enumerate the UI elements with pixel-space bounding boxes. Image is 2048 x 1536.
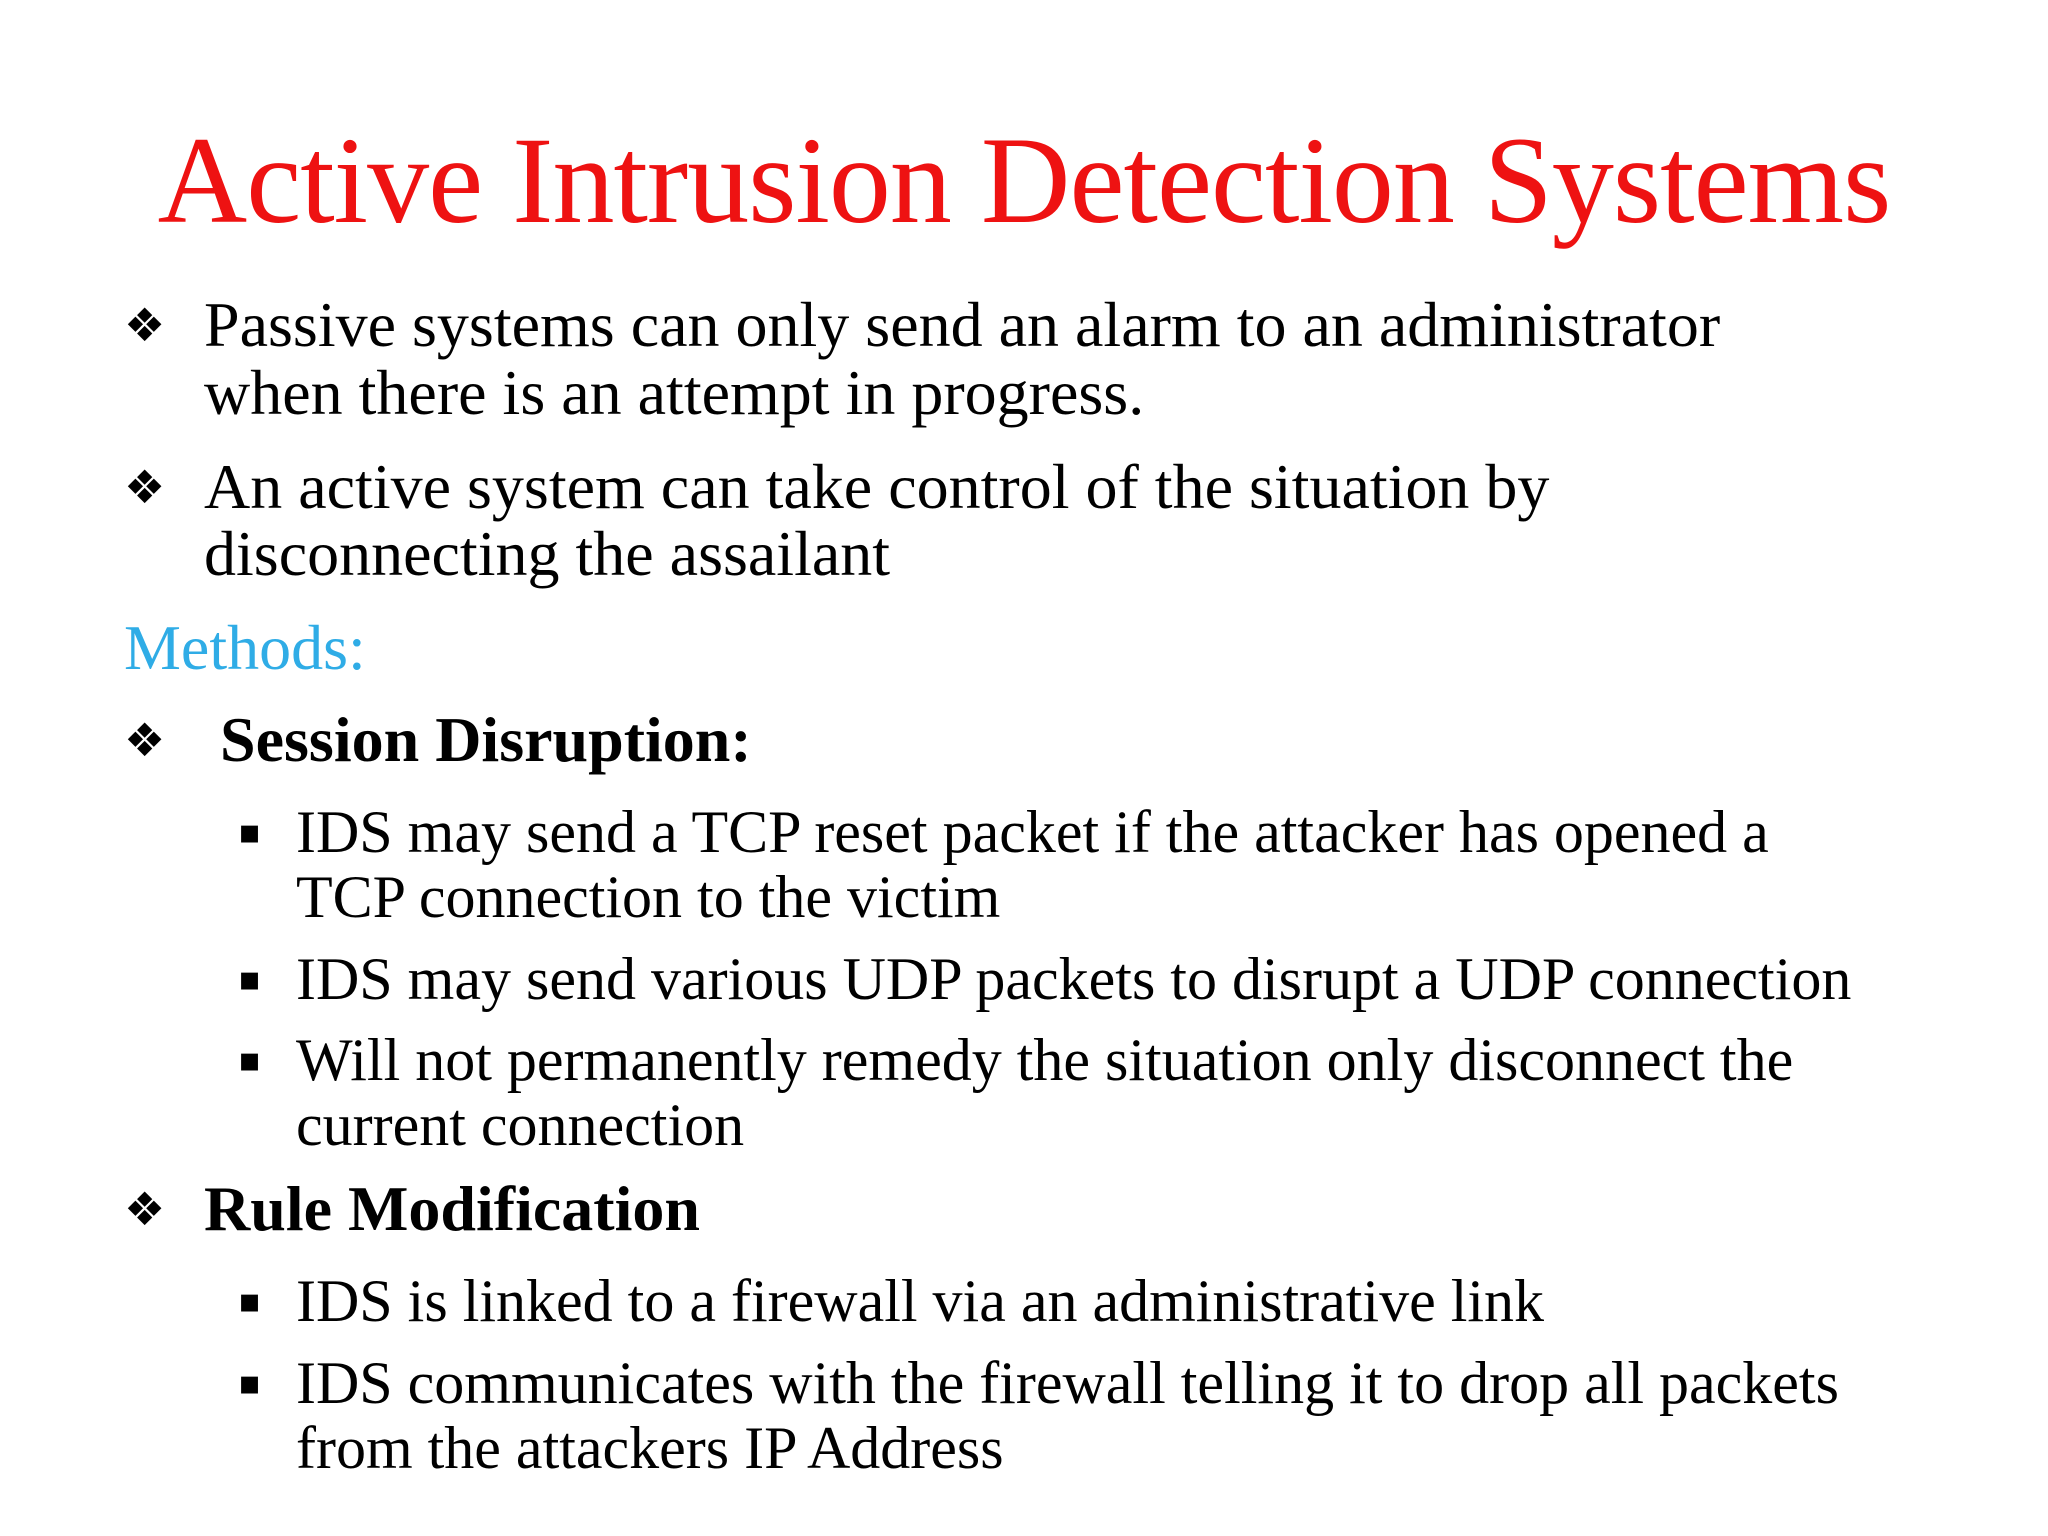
square-bullet-icon: ▪ <box>238 1040 262 1081</box>
sub-bullet-item-tcp-reset: ▪ IDS may send a TCP reset packet if the… <box>0 800 2048 930</box>
sub-bullet-text: IDS may send various UDP packets to disr… <box>296 945 1852 1012</box>
bullet-text: An active system can take control of the… <box>204 450 1550 590</box>
sub-bullet-item-udp-packets: ▪ IDS may send various UDP packets to di… <box>0 945 2048 1012</box>
diamond-bullet-icon: ❖ <box>124 297 166 352</box>
methods-label: Methods: <box>124 612 366 684</box>
square-bullet-icon: ▪ <box>238 1362 262 1403</box>
bullet-line: Rule Modification <box>204 1173 700 1244</box>
sub-bullet-item-drop-packets: ▪ IDS communicates with the firewall tel… <box>0 1349 2048 1481</box>
sub-bullet-item-not-permanent: ▪ Will not permanently remedy the situat… <box>0 1028 2048 1158</box>
sub-bullet-item-firewall-link: ▪ IDS is linked to a firewall via an adm… <box>0 1269 2048 1334</box>
bullet-line: disconnecting the assailant <box>204 518 891 590</box>
bullet-item-rule-modification: ❖ Rule Modification <box>0 1175 2048 1243</box>
slide-body: ❖ Passive systems can only send an alarm… <box>0 291 2048 1481</box>
bullet-line: from the attackers IP Address <box>296 1414 1004 1481</box>
bullet-line: IDS may send various UDP packets to disr… <box>296 945 1852 1012</box>
diamond-bullet-icon: ❖ <box>124 713 166 768</box>
bullet-heading: Rule Modification <box>204 1175 700 1243</box>
square-bullet-icon: ▪ <box>238 812 262 853</box>
bullet-line: IDS is linked to a firewall via an admin… <box>296 1268 1545 1334</box>
bullet-line: IDS may send a TCP reset packet if the a… <box>296 799 1769 866</box>
bullet-line: Will not permanently remedy the situatio… <box>296 1027 1794 1094</box>
bullet-line: IDS communicates with the firewall telli… <box>296 1349 1839 1416</box>
bullet-heading: Session Disruption: <box>220 706 752 774</box>
sub-bullet-text: IDS may send a TCP reset packet if the a… <box>296 800 1769 930</box>
bullet-line: current connection <box>296 1092 745 1159</box>
bullet-line: Session Disruption: <box>220 704 752 776</box>
bullet-line: TCP connection to the victim <box>296 863 1001 930</box>
bullet-line: An active system can take control of the… <box>204 450 1550 522</box>
sub-bullet-text: IDS is linked to a firewall via an admin… <box>296 1269 1544 1334</box>
bullet-line: Passive systems can only send an alarm t… <box>204 288 1721 360</box>
square-bullet-icon: ▪ <box>238 1281 262 1321</box>
diamond-bullet-icon: ❖ <box>124 459 166 514</box>
page-title: Active Intrusion Detection Systems <box>157 112 1892 249</box>
diamond-bullet-icon: ❖ <box>124 1182 166 1236</box>
bullet-item-passive-systems: ❖ Passive systems can only send an alarm… <box>0 291 2048 427</box>
bullet-item-session-disruption: ❖ Session Disruption: <box>0 706 2048 774</box>
bullet-text: Passive systems can only send an alarm t… <box>204 291 1720 427</box>
bullet-line: when there is an attempt in progress. <box>204 356 1145 428</box>
square-bullet-icon: ▪ <box>238 958 262 999</box>
sub-bullet-text: Will not permanently remedy the situatio… <box>296 1028 1793 1158</box>
bullet-item-active-system: ❖ An active system can take control of t… <box>0 450 2048 590</box>
sub-bullet-text: IDS communicates with the firewall telli… <box>296 1349 1839 1481</box>
